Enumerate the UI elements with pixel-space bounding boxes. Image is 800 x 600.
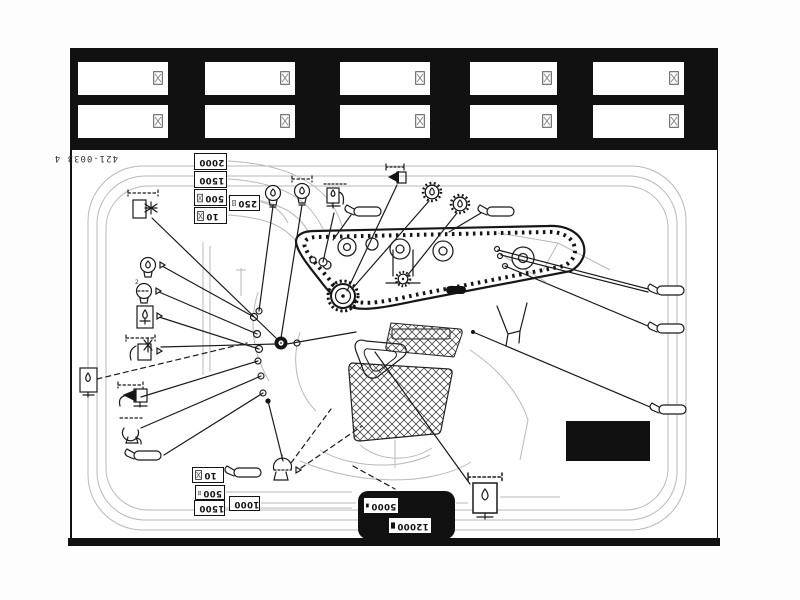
value-box-1500-lower: 1500 bbox=[194, 500, 225, 516]
lamp-symbol-icon bbox=[415, 114, 425, 128]
flash-lamp-bracket-icon bbox=[117, 381, 148, 408]
lamp-symbol-icon bbox=[153, 71, 163, 85]
mesh-area-upper bbox=[385, 322, 463, 358]
score-card bbox=[593, 105, 684, 138]
lamp-symbol-icon bbox=[280, 114, 290, 128]
filled-square-icon bbox=[366, 503, 369, 508]
value-box-1500: 1500 bbox=[194, 171, 227, 188]
score-card bbox=[340, 62, 430, 95]
lamp-icon bbox=[264, 184, 282, 208]
ball-chute bbox=[496, 302, 528, 347]
small-gear-wheel bbox=[394, 270, 412, 288]
gate-bracket bbox=[385, 249, 421, 284]
part-number: 421-0033 4 bbox=[54, 153, 118, 163]
lamp-symbol-icon bbox=[197, 210, 204, 221]
apron-block bbox=[566, 421, 650, 461]
score-card bbox=[205, 105, 295, 138]
rollover-lane-icon bbox=[344, 204, 382, 217]
lamp-icon-dashed bbox=[135, 282, 163, 304]
rubber-pad bbox=[446, 286, 466, 294]
panel-box-5000: 5000 bbox=[364, 498, 398, 513]
lamp-symbol-icon bbox=[542, 71, 552, 85]
mesh-area-lower bbox=[348, 362, 453, 442]
flasher-box-icon bbox=[127, 189, 159, 219]
value-box-500-lower: 500 bbox=[195, 485, 225, 500]
panel-box-12000: 12000 bbox=[389, 518, 431, 533]
boxed-lamp-icon bbox=[467, 472, 503, 520]
score-card bbox=[593, 62, 684, 95]
lamp-symbol-icon bbox=[415, 71, 425, 85]
bullseye-target bbox=[274, 336, 288, 350]
score-card bbox=[470, 62, 557, 95]
score-card-band bbox=[70, 48, 718, 150]
rollover-lane-icon bbox=[649, 402, 687, 415]
rosette-wheel bbox=[326, 279, 360, 313]
lamp-symbol-icon bbox=[542, 114, 552, 128]
value-box-250: 250 bbox=[229, 195, 260, 211]
lamp-symbol-icon bbox=[198, 490, 201, 495]
score-card bbox=[470, 105, 557, 138]
lamp-symbol-icon bbox=[669, 114, 679, 128]
leader-lines-dashed bbox=[96, 342, 396, 490]
score-card bbox=[205, 62, 295, 95]
boxed-lamp-icon bbox=[136, 305, 164, 329]
boxed-lamp-icon bbox=[79, 367, 98, 398]
score-card bbox=[78, 105, 168, 138]
lamp-symbol-icon bbox=[195, 470, 202, 480]
score-panel: 5000 12000 bbox=[358, 491, 455, 539]
value-box-2000: 2000 bbox=[194, 153, 227, 170]
value-box-10-lower: 10 bbox=[192, 467, 224, 483]
lamp-symbol-icon bbox=[153, 114, 163, 128]
lamp-icon bbox=[139, 256, 167, 278]
rollover-lane-icon bbox=[647, 321, 685, 334]
pop-bumper-icon bbox=[272, 454, 303, 481]
value-box-10: 10 bbox=[194, 207, 227, 224]
lamp-symbol-icon bbox=[232, 200, 236, 206]
bracket-lamp-icon bbox=[323, 183, 347, 209]
lamp-symbol-icon bbox=[197, 193, 203, 202]
rollover-lane-icon bbox=[647, 283, 685, 296]
score-card bbox=[78, 62, 168, 95]
value-box-500: 500 bbox=[194, 189, 227, 206]
lamp-count-label: 2 bbox=[135, 279, 139, 286]
bracket-flasher-icon bbox=[125, 334, 164, 361]
leader-lines bbox=[140, 184, 651, 485]
bumper-icon bbox=[119, 417, 143, 445]
rollover-lane-icon bbox=[124, 448, 162, 461]
score-card bbox=[340, 105, 430, 138]
rollover-lane-icon bbox=[477, 204, 515, 217]
value-box-1000: 1000 bbox=[229, 496, 260, 511]
arrow-target-icon bbox=[385, 163, 407, 184]
rollover-lane-icon bbox=[224, 465, 262, 478]
sheet-bottom-border bbox=[68, 538, 720, 546]
flasher-gear-icon bbox=[421, 181, 443, 203]
filled-square-icon bbox=[391, 522, 396, 529]
flasher-gear-icon bbox=[449, 193, 471, 215]
center-ramp-artwork bbox=[294, 224, 586, 347]
lamp-symbol-icon bbox=[669, 71, 679, 85]
lamp-symbol-icon bbox=[280, 71, 290, 85]
lamp-icon-with-dim bbox=[291, 175, 313, 206]
